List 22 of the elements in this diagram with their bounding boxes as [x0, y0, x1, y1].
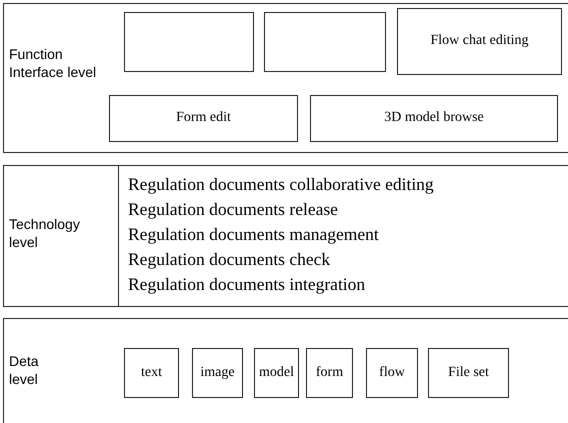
module-box: image — [192, 348, 243, 398]
function-text: Regulation documents collaborative editing — [128, 174, 434, 195]
function-text: Regulation documents integration — [128, 274, 366, 295]
module-box: Form edit — [109, 95, 298, 142]
module-box: model — [254, 348, 299, 398]
function-text: Regulation documents check — [128, 249, 330, 270]
layer-panel — [3, 3, 568, 153]
layer-label: Technology level — [9, 216, 81, 251]
layer-panel — [3, 318, 568, 423]
module-box — [264, 12, 386, 72]
layer-panel — [3, 165, 568, 307]
layer-label: Function Interface level — [9, 46, 98, 81]
module-box: form — [306, 348, 353, 398]
module-box: flow — [366, 348, 418, 398]
module-box: 3D model browse — [310, 95, 558, 142]
module-box — [124, 12, 254, 72]
layer-label: Deta level — [9, 353, 40, 388]
module-box: Flow chat editing — [397, 8, 562, 75]
function-text: Regulation documents management — [128, 224, 379, 245]
module-box: File set — [428, 348, 509, 398]
module-box: text — [124, 348, 179, 398]
function-text: Regulation documents release — [128, 199, 338, 220]
